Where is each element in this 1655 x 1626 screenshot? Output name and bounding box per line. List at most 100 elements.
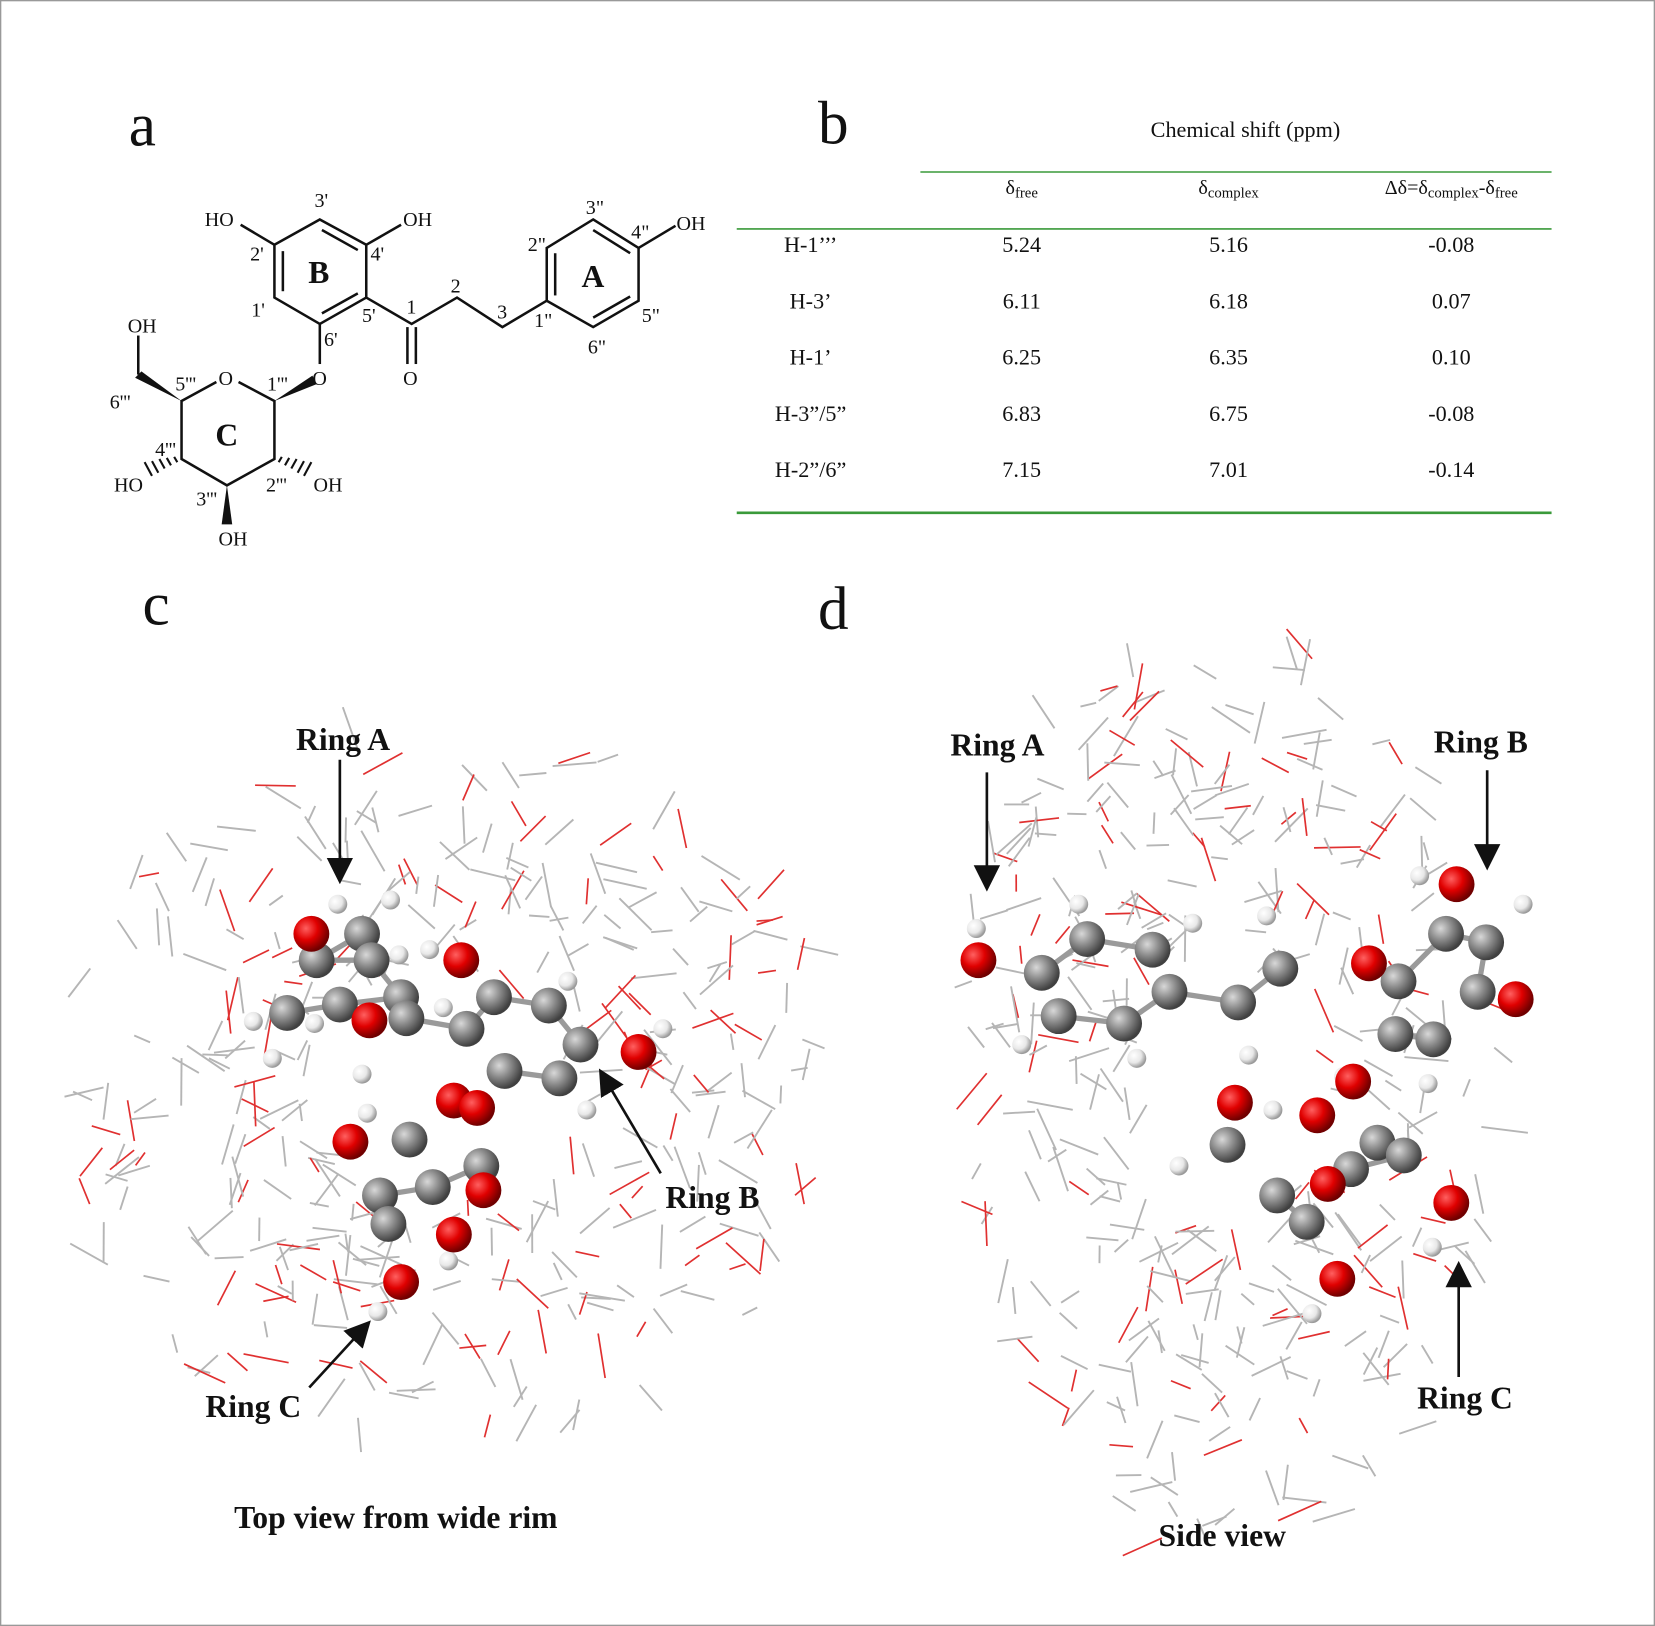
host-bond xyxy=(102,1082,110,1120)
host-bond xyxy=(388,1391,419,1400)
host-bond xyxy=(1047,1148,1067,1163)
host-bond xyxy=(1126,643,1135,678)
host-bond xyxy=(341,706,360,752)
host-bond xyxy=(1054,925,1071,944)
host-bond xyxy=(332,1281,361,1292)
host-bond xyxy=(1420,1344,1434,1364)
host-bond xyxy=(753,929,788,941)
host-bond xyxy=(1285,636,1298,670)
host-bond xyxy=(1011,1287,1017,1315)
side-view-model xyxy=(954,628,1534,1557)
host-bond xyxy=(1089,1189,1109,1206)
hydrogen-atom xyxy=(966,919,986,939)
host-bond xyxy=(1100,824,1114,844)
host-bond xyxy=(1202,1515,1227,1527)
host-bond xyxy=(1277,1500,1322,1522)
host-bond xyxy=(1112,1495,1137,1512)
atom-label: 5" xyxy=(642,305,660,327)
panel-label-b: b xyxy=(818,90,849,158)
host-bond xyxy=(735,885,751,900)
host-bond xyxy=(512,1386,528,1408)
cell-proton: H-2”/6” xyxy=(775,457,846,482)
host-bond xyxy=(1196,1518,1208,1541)
host-bond xyxy=(589,853,607,895)
host-bond xyxy=(976,1094,1003,1126)
host-bond xyxy=(796,937,806,970)
host-bond xyxy=(116,919,138,950)
host-bond xyxy=(1398,1420,1437,1435)
oxygen-atom xyxy=(465,1172,502,1209)
host-bond xyxy=(1379,1314,1400,1324)
hydrogen-atom xyxy=(368,1302,388,1322)
carbon-atom xyxy=(1385,1137,1422,1174)
host-bond xyxy=(693,1074,710,1093)
host-bond xyxy=(1301,798,1308,836)
carbon-atom xyxy=(1380,963,1417,1000)
host-bond xyxy=(1098,685,1119,702)
host-bond xyxy=(1146,843,1170,847)
host-bond xyxy=(785,982,789,1013)
cell-complex: 6.35 xyxy=(1209,345,1248,370)
hydrogen-atom xyxy=(1069,894,1089,914)
host-bond xyxy=(242,949,270,964)
host-bond xyxy=(1086,1236,1119,1242)
host-bond xyxy=(1088,1019,1098,1042)
host-bond xyxy=(569,1136,575,1175)
host-bond xyxy=(595,861,638,874)
host-bond xyxy=(407,904,436,930)
atom-label: 1' xyxy=(251,300,265,322)
cell-complex: 5.16 xyxy=(1209,232,1248,257)
host-bond xyxy=(689,905,708,923)
host-bond xyxy=(524,875,543,901)
host-bond xyxy=(1272,666,1306,672)
host-bond xyxy=(1462,1078,1471,1097)
host-bond xyxy=(801,1048,811,1081)
carbon-atom xyxy=(353,942,390,979)
host-bond xyxy=(1359,848,1381,860)
host-bond xyxy=(579,1207,611,1235)
host-bond xyxy=(464,901,477,928)
oxygen-atom xyxy=(1351,945,1387,982)
host-bond xyxy=(509,1358,524,1400)
host-bond xyxy=(1280,811,1297,825)
host-bond xyxy=(1170,1379,1191,1390)
host-bond xyxy=(396,1388,436,1392)
host-bond xyxy=(679,1215,706,1233)
host-bond xyxy=(299,1140,328,1160)
host-bond xyxy=(597,753,619,763)
atom-label: 2' xyxy=(250,244,264,266)
hydrogen-atom xyxy=(352,1064,372,1084)
table-title: Chemical shift (ppm) xyxy=(1151,117,1341,142)
host-bond xyxy=(1195,816,1224,821)
host-bond xyxy=(273,931,281,950)
host-bond xyxy=(1174,1414,1200,1423)
host-bond xyxy=(1129,1481,1173,1493)
host-bond xyxy=(980,1206,994,1225)
host-bond xyxy=(1454,1245,1476,1265)
host-bond xyxy=(1167,1501,1179,1518)
host-bond xyxy=(1298,1330,1330,1340)
atom-label: O xyxy=(312,368,326,390)
host-bond xyxy=(1355,844,1371,869)
host-bond xyxy=(1193,794,1218,810)
host-bond xyxy=(1171,1452,1177,1481)
host-bond xyxy=(1296,882,1330,916)
carbon-atom xyxy=(541,1060,578,1097)
hydrogen-atom xyxy=(1513,894,1533,914)
host-bond xyxy=(746,1109,773,1149)
host-bond xyxy=(1059,1138,1099,1156)
atom-label: O xyxy=(403,368,417,390)
oxygen-atom xyxy=(1299,1097,1336,1134)
host-bond xyxy=(1203,1292,1213,1322)
host-bond xyxy=(1126,893,1140,926)
host-bond xyxy=(1337,1213,1362,1246)
host-bond xyxy=(105,1173,128,1182)
host-wireframe xyxy=(64,706,839,1453)
host-bond xyxy=(344,1233,349,1252)
hydrogen-atom xyxy=(1410,866,1430,886)
cell-proton: H-3”/5” xyxy=(775,401,846,426)
hydrogen-atom xyxy=(1418,1074,1438,1094)
host-bond xyxy=(614,1160,643,1169)
host-bond xyxy=(1113,715,1139,757)
host-bond xyxy=(259,1099,299,1120)
